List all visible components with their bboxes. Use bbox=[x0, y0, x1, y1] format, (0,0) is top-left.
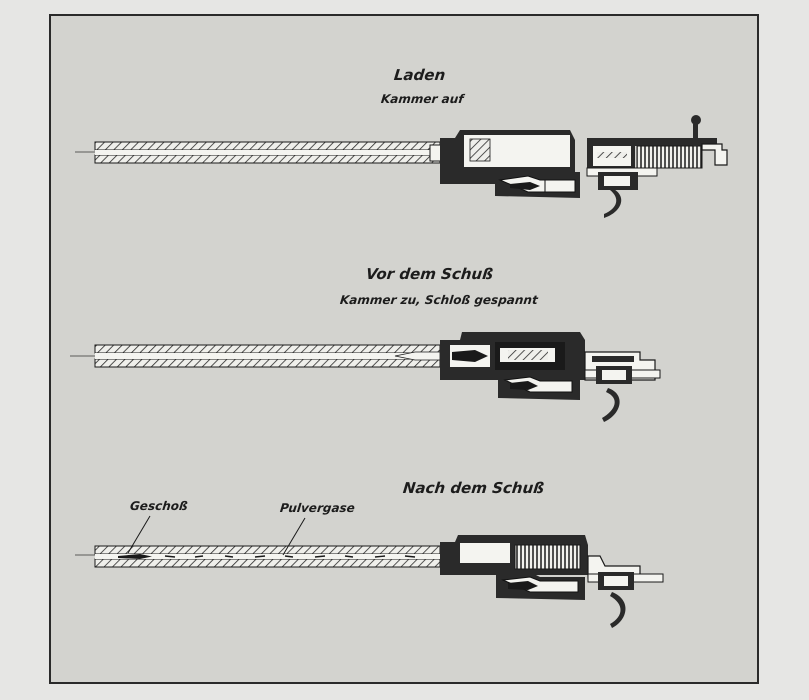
barrel-nach bbox=[94, 545, 441, 568]
label-powder-gases: Pulvergase bbox=[279, 501, 356, 515]
bolt-vor bbox=[584, 351, 661, 422]
barrel-vor bbox=[94, 344, 441, 368]
receiver-vor bbox=[440, 332, 585, 400]
subtitle-vor: Kammer zu, Schloß gespannt bbox=[339, 293, 539, 307]
bullet-in-barrel bbox=[118, 554, 152, 559]
title-vor: Vor dem Schuß bbox=[365, 265, 494, 283]
trigger-laden bbox=[598, 172, 638, 218]
barrel-laden bbox=[94, 141, 453, 164]
drawing-nach bbox=[75, 535, 664, 628]
bolt-laden bbox=[586, 115, 728, 177]
label-bullet: Geschoß bbox=[129, 499, 189, 513]
title-laden: Laden bbox=[393, 66, 447, 84]
subtitle-laden: Kammer auf bbox=[380, 92, 465, 106]
powder-gases bbox=[164, 555, 416, 558]
title-nach: Nach dem Schuß bbox=[402, 479, 546, 497]
bolt-nach bbox=[587, 555, 664, 628]
drawing-laden bbox=[75, 115, 728, 218]
receiver-laden bbox=[440, 130, 580, 198]
receiver-nach bbox=[440, 535, 588, 600]
drawing-vor bbox=[70, 332, 661, 422]
